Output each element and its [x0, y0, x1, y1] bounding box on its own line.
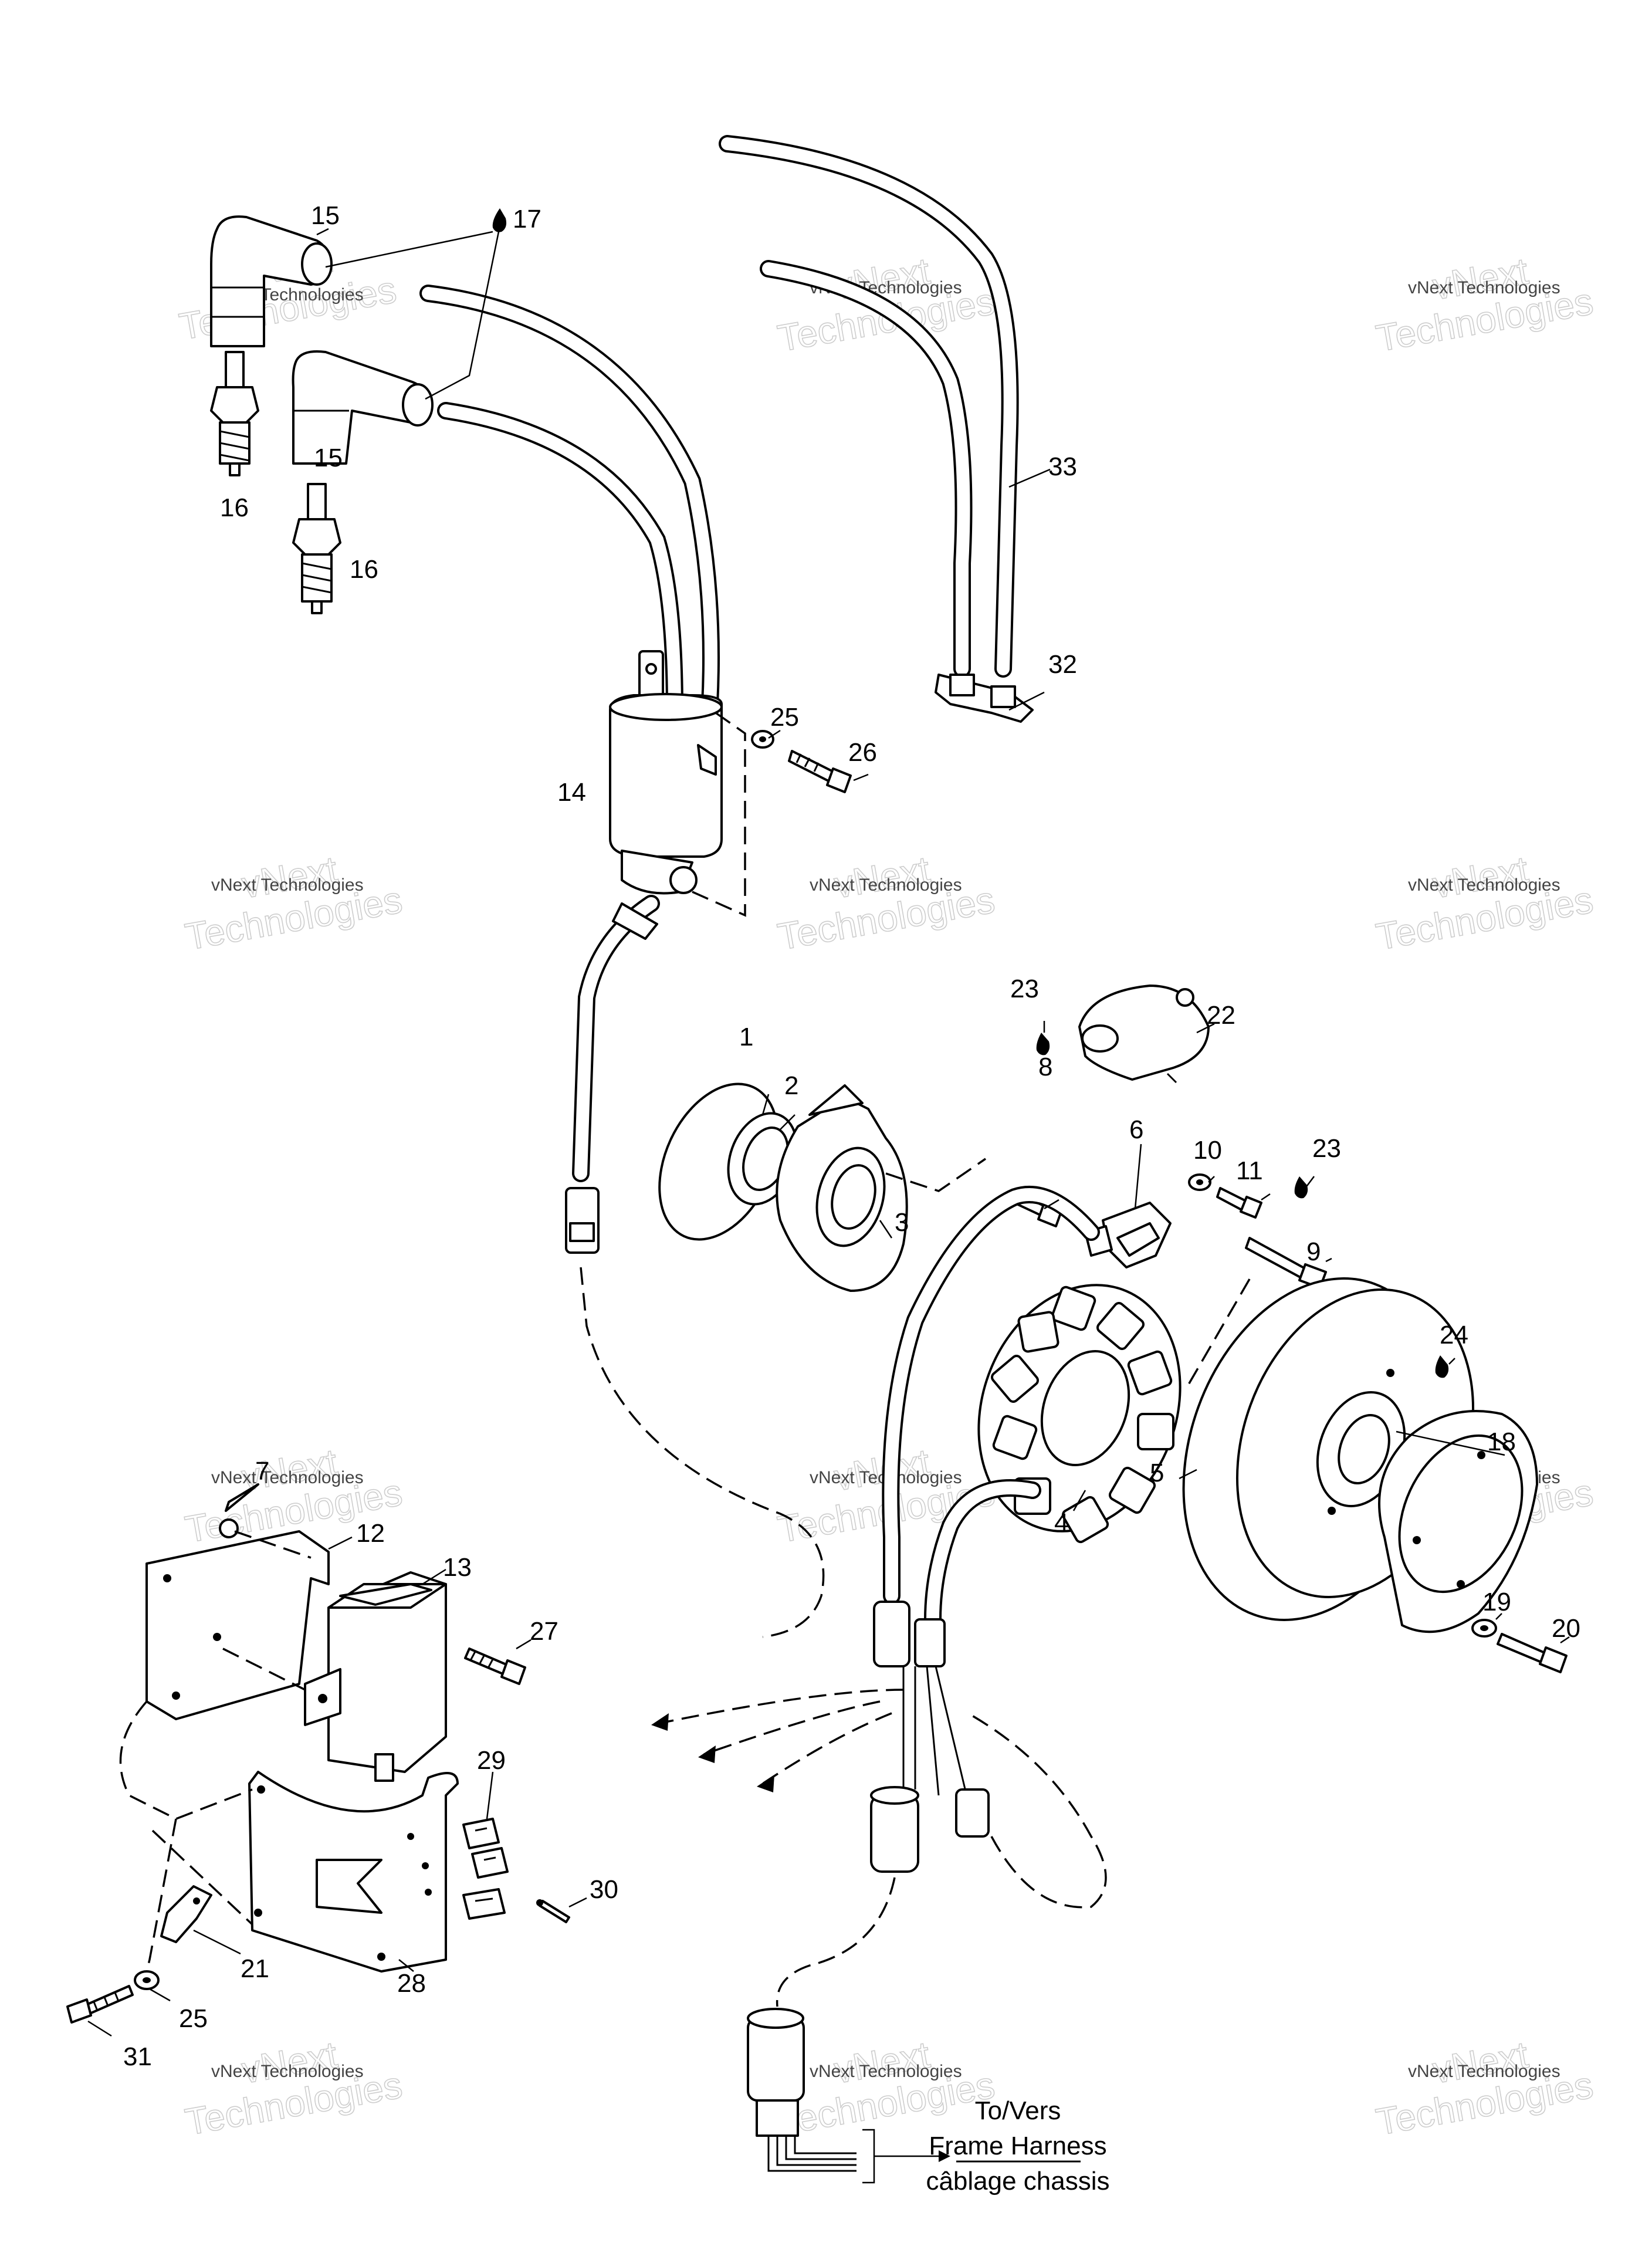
- callout-27: 27: [530, 1617, 558, 1646]
- washer-10: [1188, 1173, 1211, 1191]
- callout-1: 1: [739, 1023, 753, 1051]
- bolt-31: [66, 1985, 134, 2024]
- callout-15-upper: 15: [311, 201, 340, 230]
- washer-19: [1471, 1619, 1497, 1638]
- callout-22: 22: [1207, 1001, 1235, 1030]
- frame-harness-connector: [747, 2008, 857, 2172]
- callout-16-upper: 16: [220, 493, 249, 522]
- watermark-top-right: vNext Technologies: [1373, 249, 1597, 360]
- callout-26: 26: [848, 738, 877, 767]
- spark-plug-cap-lower: [292, 350, 434, 465]
- bolt-20: [1497, 1633, 1568, 1673]
- watermark-small: vNext Technologies: [1408, 875, 1560, 895]
- pickup-cover: [1078, 985, 1210, 1084]
- callout-23-upper: 23: [1010, 975, 1039, 1003]
- callout-4: 4: [1054, 1508, 1068, 1537]
- callout-20: 20: [1552, 1614, 1580, 1643]
- callout-3: 3: [895, 1208, 909, 1237]
- callout-9: 9: [1306, 1237, 1321, 1266]
- wire-clip: [935, 674, 1034, 723]
- threadlocker-drop-icon-2: [1294, 1176, 1308, 1199]
- cdi-module: [304, 1571, 447, 1782]
- callout-17: 17: [513, 205, 541, 234]
- watermark-bottom-right: vNext Technologies: [1373, 2033, 1597, 2144]
- callout-21: 21: [241, 1954, 269, 1983]
- callout-12: 12: [356, 1519, 385, 1548]
- watermark-small: vNext Technologies: [211, 1468, 364, 1487]
- callout-32: 32: [1048, 650, 1077, 679]
- screw-7: [219, 1483, 259, 1538]
- bolt-upper: [788, 750, 852, 793]
- mounting-bracket: [145, 1530, 330, 1720]
- watermark-small: vNext Technologies: [211, 2062, 364, 2081]
- callout-25-lower: 25: [179, 2004, 208, 2033]
- callout-numbers: 15 17 15 16 16 33 32 25 26 14 23 22 1 2 …: [123, 201, 1580, 2071]
- crankcase-cover: [776, 1084, 908, 1292]
- watermark-mid-center: vNext Technologies: [774, 848, 998, 959]
- watermark-small: vNext Technologies: [810, 2062, 962, 2081]
- callout-31: 31: [123, 2042, 152, 2071]
- mounting-plate: [248, 1771, 459, 1973]
- callout-5: 5: [1150, 1459, 1164, 1487]
- arrow-2: [698, 1745, 716, 1763]
- callout-18: 18: [1487, 1427, 1516, 1456]
- callout-30: 30: [590, 1875, 618, 1904]
- callout-10: 10: [1193, 1136, 1222, 1165]
- callout-16-lower: 16: [350, 555, 378, 584]
- spark-plug-wires: [419, 285, 720, 719]
- callout-28: 28: [397, 1969, 426, 1998]
- routing-lines: [580, 1267, 904, 1792]
- spark-plug-lower: [292, 483, 341, 614]
- wires-33: [719, 135, 1019, 678]
- stator-harness: [870, 1186, 1100, 1873]
- callout-25-upper: 25: [770, 703, 799, 732]
- callout-15-lower: 15: [314, 444, 343, 472]
- coil-lead-wire: [565, 895, 660, 1254]
- ignition-coil: [609, 650, 723, 895]
- watermark-small: vNext Technologies: [211, 875, 364, 895]
- watermark-mid-right: vNext Technologies: [1373, 848, 1597, 959]
- callout-19: 19: [1482, 1588, 1511, 1616]
- washer-upper: [751, 730, 774, 749]
- harness-label-name: Frame Harness: [929, 2132, 1106, 2160]
- callout-24: 24: [1440, 1321, 1468, 1349]
- harness-label-french: câblage chassis: [926, 2167, 1109, 2196]
- callout-6: 6: [1129, 1115, 1143, 1144]
- callout-23-lower: 23: [1312, 1134, 1341, 1163]
- threadlocker-drop-icon-3: [1435, 1355, 1449, 1378]
- bolt-27: [464, 1648, 526, 1685]
- harness-label-to: To/Vers: [975, 2096, 1061, 2125]
- threadlocker-drop-icon: [1036, 1033, 1050, 1056]
- watermark-mid-left: vNext Technologies: [182, 848, 406, 959]
- callout-14: 14: [557, 778, 586, 807]
- oil-seal: [727, 1112, 798, 1206]
- ring-gear: [1378, 1410, 1538, 1633]
- callout-8: 8: [1038, 1053, 1052, 1081]
- callout-2: 2: [784, 1071, 798, 1100]
- callout-33: 33: [1048, 452, 1077, 481]
- arrow-1: [651, 1713, 669, 1731]
- leader-lines: [87, 228, 1570, 2037]
- callout-7: 7: [255, 1457, 269, 1486]
- callout-11: 11: [1236, 1156, 1263, 1185]
- screw-11: [1216, 1187, 1262, 1219]
- watermark-small: vNext Technologies: [810, 875, 962, 895]
- callout-29: 29: [477, 1746, 506, 1775]
- spark-plug-upper: [210, 351, 259, 476]
- watermark-small: vNext Technologies: [1408, 278, 1560, 297]
- fuse-connectors: [462, 1818, 509, 1920]
- washer-lower: [134, 1970, 160, 1990]
- callout-13: 13: [443, 1553, 472, 1582]
- arrow-3: [757, 1775, 774, 1792]
- ground-clip: [160, 1885, 212, 1943]
- lubricant-drop-icon: [492, 208, 507, 232]
- pin-30: [536, 1899, 570, 1923]
- watermark-bottom-left: vNext Technologies: [182, 2033, 406, 2144]
- watermark-small: vNext Technologies: [1408, 2062, 1560, 2081]
- spark-plug-cap-upper: [210, 215, 333, 347]
